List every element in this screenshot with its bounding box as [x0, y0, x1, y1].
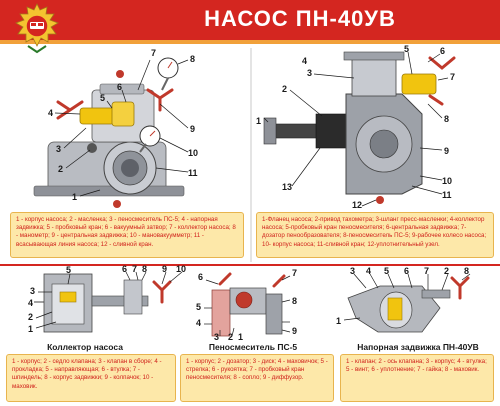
- callout-9: 9: [162, 264, 167, 274]
- callout-11: 11: [442, 190, 452, 200]
- callout-5: 5: [384, 266, 389, 276]
- callout-12: 12: [352, 200, 362, 210]
- callout-13: 13: [282, 182, 292, 192]
- legend-collector: 1 - корпус; 2 - седло клапана; 3 - клапа…: [6, 354, 176, 402]
- callout-8: 8: [190, 54, 195, 64]
- legend-foam-mixer: 1 - корпус; 2 - дозатор; 3 - диск; 4 - м…: [180, 354, 334, 402]
- panel-divider-vertical: [250, 48, 252, 262]
- callout-2: 2: [228, 332, 233, 342]
- callout-7: 7: [151, 48, 156, 58]
- callout-1: 1: [256, 116, 261, 126]
- callout-3: 3: [56, 144, 61, 154]
- callout-4: 4: [48, 108, 53, 118]
- callout-3: 3: [307, 68, 312, 78]
- pump-assembly-diagram: 4 3 2 5 6 7 8 9 10 11 1: [33, 48, 198, 208]
- foam-mixer-diagram: 6 5 4 3 2 1 7 8 9: [196, 268, 297, 342]
- caption-collector: Коллектор насоса: [47, 342, 123, 352]
- callout-10: 10: [442, 176, 452, 186]
- callout-4: 4: [28, 298, 33, 308]
- caption-discharge-valve: Напорная задвижка ПН-40УВ: [357, 342, 479, 352]
- callout-10: 10: [176, 264, 186, 274]
- header-stripe: [0, 40, 500, 44]
- callout-8: 8: [464, 266, 469, 276]
- callout-10: 10: [188, 148, 198, 158]
- pump-section-diagram: 1 2 3 4 5 6 7 8 9 10 11 12 13: [256, 44, 456, 210]
- callout-11: 11: [188, 168, 198, 178]
- callout-7: 7: [292, 268, 297, 278]
- callout-5: 5: [100, 93, 105, 103]
- collector-diagram: 1 2 3 4 5 6 7 8 9 10: [28, 264, 186, 334]
- callout-9: 9: [190, 124, 195, 134]
- callout-4: 4: [366, 266, 371, 276]
- callout-7: 7: [132, 264, 137, 274]
- callout-2: 2: [58, 164, 63, 174]
- callout-2: 2: [282, 84, 287, 94]
- callout-1: 1: [72, 192, 77, 202]
- callout-8: 8: [142, 264, 147, 274]
- callout-7: 7: [450, 72, 455, 82]
- callout-6: 6: [122, 264, 127, 274]
- callout-9: 9: [292, 326, 297, 336]
- callout-6: 6: [404, 266, 409, 276]
- callout-2: 2: [444, 266, 449, 276]
- callout-3: 3: [350, 266, 355, 276]
- page-title: НАСОС ПН-40УВ: [204, 6, 396, 31]
- callout-6: 6: [198, 272, 203, 282]
- callout-3: 3: [30, 286, 35, 296]
- callout-2: 2: [28, 312, 33, 322]
- callout-1: 1: [28, 324, 33, 334]
- callout-4: 4: [302, 56, 307, 66]
- callout-3: 3: [214, 332, 219, 342]
- callout-5: 5: [196, 302, 201, 312]
- fire-brigade-emblem-icon: [15, 3, 59, 54]
- header-bar: [0, 0, 500, 40]
- callout-1: 1: [238, 332, 243, 342]
- callout-1: 1: [336, 316, 341, 326]
- callout-5: 5: [66, 265, 71, 275]
- callout-8: 8: [292, 296, 297, 306]
- legend-pump-assembly: 1 - корпус насоса; 2 - масленка; 3 - пен…: [10, 212, 244, 258]
- callout-9: 9: [444, 146, 449, 156]
- callout-6: 6: [440, 46, 445, 56]
- panel-divider-horizontal: [0, 264, 500, 266]
- legend-discharge-valve: 1 - клапан; 2 - ось клапана; 3 - корпус;…: [340, 354, 494, 402]
- caption-foam-mixer: Пеносмеситель ПС-5: [208, 342, 298, 352]
- discharge-valve-diagram: 3 4 5 6 7 8 1 2: [336, 266, 471, 333]
- callout-6: 6: [117, 82, 122, 92]
- callout-4: 4: [196, 318, 201, 328]
- callout-8: 8: [444, 114, 449, 124]
- callout-7: 7: [424, 266, 429, 276]
- legend-pump-section: 1-Фланец насоса; 2-привод тахометра; 3-ш…: [256, 212, 494, 258]
- callout-5: 5: [404, 44, 409, 54]
